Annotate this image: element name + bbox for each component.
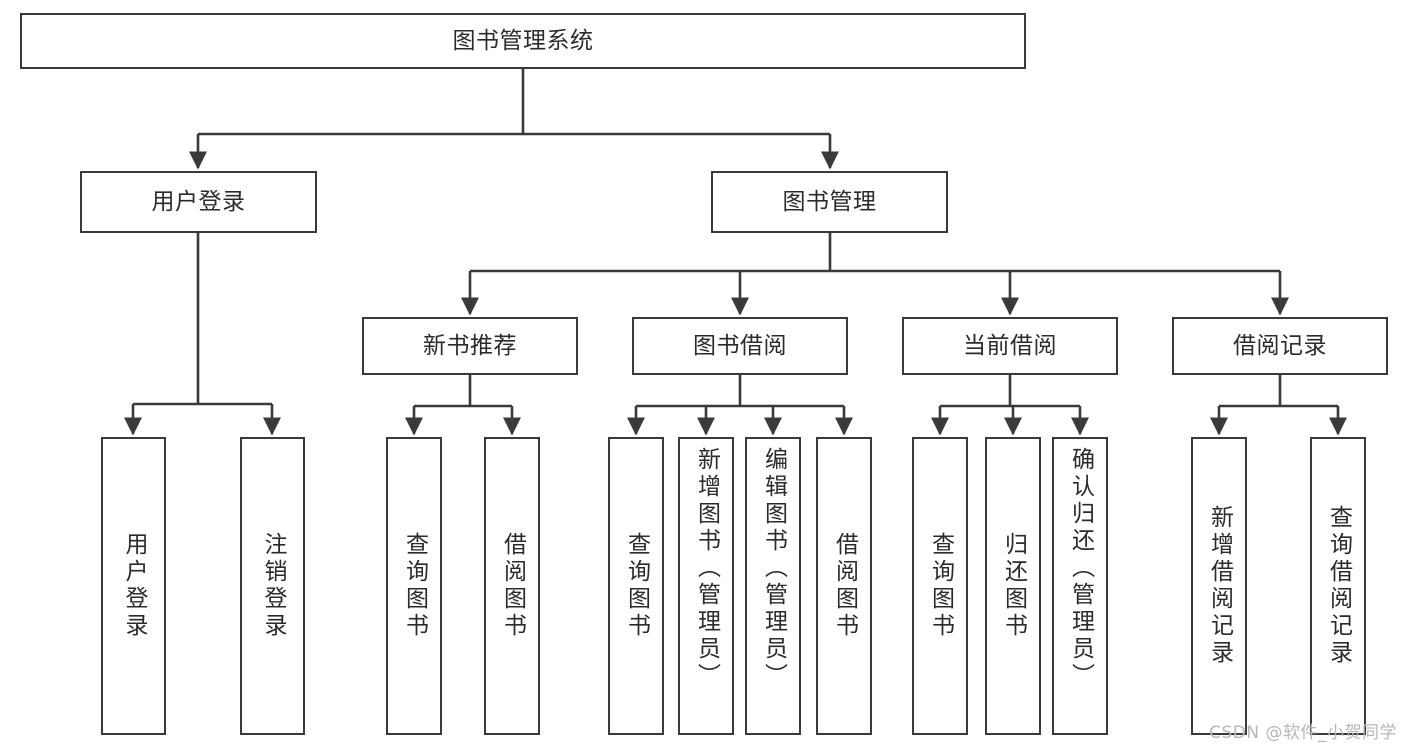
node-user-login[interactable]: 用户登录 [80, 171, 317, 233]
node-leaf-logout-login[interactable]: 注销登录 [240, 437, 305, 735]
node-label: 图书管理 [782, 188, 877, 215]
node-label: 查询图书 [623, 532, 650, 640]
node-label: 新增图书（管理员） [693, 447, 720, 690]
node-leaf-user-login[interactable]: 用户登录 [101, 437, 166, 735]
node-borrow-record[interactable]: 借阅记录 [1172, 317, 1388, 375]
node-leaf-add-book[interactable]: 新增图书（管理员） [678, 437, 734, 735]
node-label: 用户登录 [121, 532, 147, 640]
node-leaf-confirm-return[interactable]: 确认归还（管理员） [1052, 437, 1108, 735]
node-label: 借阅图书 [499, 532, 526, 640]
node-label: 当前借阅 [963, 332, 1057, 359]
node-leaf-borrow-book-1[interactable]: 借阅图书 [484, 437, 540, 735]
node-leaf-borrow-book-2[interactable]: 借阅图书 [816, 437, 872, 735]
node-leaf-add-record[interactable]: 新增借阅记录 [1191, 437, 1247, 735]
node-book-borrow[interactable]: 图书借阅 [632, 317, 848, 375]
node-leaf-return-book[interactable]: 归还图书 [985, 437, 1041, 735]
node-root[interactable]: 图书管理系统 [20, 13, 1026, 69]
watermark: CSDN @软件_小贺同学 [1209, 723, 1397, 743]
node-label: 确认归还（管理员） [1067, 447, 1094, 690]
node-label: 注销登录 [260, 532, 286, 640]
node-new-book-rec[interactable]: 新书推荐 [362, 317, 578, 375]
node-label: 编辑图书（管理员） [760, 447, 787, 690]
node-leaf-query-book-3[interactable]: 查询图书 [912, 437, 968, 735]
node-leaf-edit-book[interactable]: 编辑图书（管理员） [745, 437, 801, 735]
node-label: 查询借阅记录 [1325, 505, 1352, 667]
node-label: 图书管理系统 [452, 27, 594, 54]
node-current-borrow[interactable]: 当前借阅 [902, 317, 1118, 375]
node-label: 新书推荐 [423, 332, 517, 359]
node-leaf-query-record[interactable]: 查询借阅记录 [1310, 437, 1366, 735]
node-leaf-query-book-1[interactable]: 查询图书 [386, 437, 442, 735]
node-label: 归还图书 [1000, 532, 1027, 640]
node-label: 借阅图书 [831, 532, 858, 640]
node-label: 新增借阅记录 [1206, 505, 1233, 667]
node-label: 查询图书 [401, 532, 428, 640]
node-leaf-query-book-2[interactable]: 查询图书 [608, 437, 664, 735]
node-label: 借阅记录 [1233, 332, 1327, 359]
node-label: 用户登录 [151, 188, 246, 215]
node-label: 查询图书 [927, 532, 954, 640]
node-label: 图书借阅 [693, 332, 787, 359]
node-book-manage[interactable]: 图书管理 [711, 171, 948, 233]
